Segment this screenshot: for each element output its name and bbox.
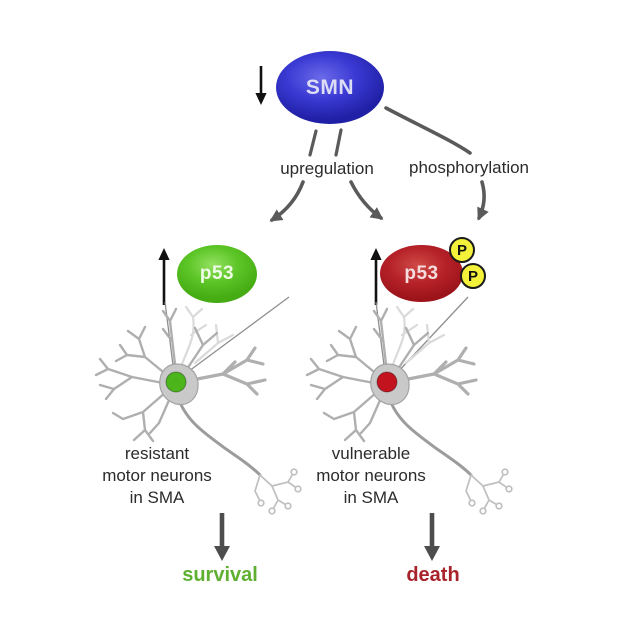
resistant-neurons-caption: resistant motor neurons in SMA bbox=[102, 444, 212, 507]
p53-green-label: p53 bbox=[199, 263, 235, 284]
outcome-survival: survival bbox=[182, 564, 258, 586]
phospho-badge-label: P bbox=[467, 267, 478, 285]
p53-red-label: p53 bbox=[404, 262, 439, 284]
phosphorylation-label: phosphorylation bbox=[408, 158, 530, 177]
smn-decrease-arrow bbox=[255, 66, 267, 105]
upregulation-label: upregulation bbox=[280, 159, 374, 178]
phospho-badge-1: P bbox=[449, 237, 475, 263]
phospho-badge-2: P bbox=[460, 263, 486, 289]
phospho-badge-label: P bbox=[456, 241, 467, 259]
upregulation-branch-lines bbox=[308, 128, 343, 157]
smn-label: SMN bbox=[305, 75, 355, 99]
upregulation-arrow-left bbox=[269, 180, 305, 222]
phosphorylation-arrow-lower bbox=[477, 180, 489, 221]
upregulation-arrow-right bbox=[349, 180, 384, 220]
p53-increase-arrow-left bbox=[158, 248, 170, 305]
p53-node-vulnerable: p53 bbox=[380, 245, 463, 302]
phosphorylation-arrow-upper bbox=[384, 106, 472, 155]
smn-node: SMN bbox=[276, 51, 384, 124]
p53-node-resistant: p53 bbox=[177, 245, 257, 303]
outcome-arrow-right bbox=[424, 513, 440, 561]
outcome-death: death bbox=[406, 564, 460, 586]
vulnerable-neurons-caption: vulnerable motor neurons in SMA bbox=[316, 444, 426, 507]
p53-increase-arrow-right bbox=[370, 248, 382, 305]
outcome-arrow-left bbox=[214, 513, 230, 561]
